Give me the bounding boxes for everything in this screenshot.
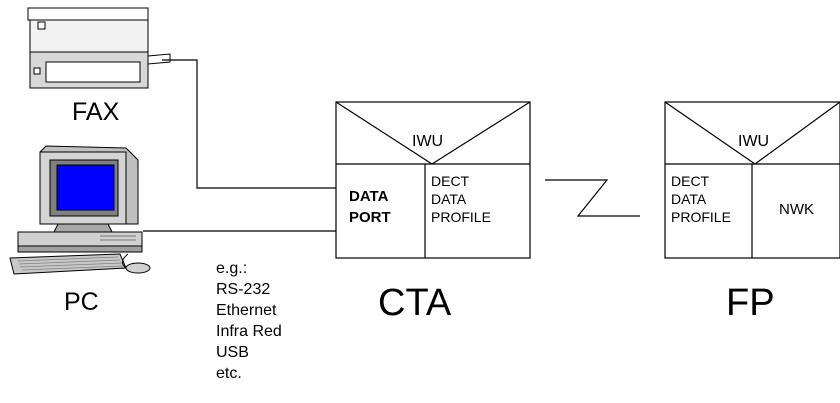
cta-iwu-label: IWU (412, 133, 444, 150)
pc-icon (9, 145, 151, 275)
connection-lines (143, 59, 640, 232)
interface-example: RS-232 (216, 281, 271, 298)
pc-label: PC (64, 288, 99, 316)
cta-data-port-line: PORT (349, 209, 391, 226)
fp-dect-profile-line: PROFILE (671, 209, 731, 225)
cta-data-port-label: DATA PORT (349, 186, 391, 228)
cta-dect-profile-line: PROFILE (431, 209, 491, 225)
cta-label: CTA (378, 282, 452, 324)
interface-example: Infra Red (216, 323, 282, 340)
fp-label: FP (726, 282, 775, 324)
cta-dect-profile-label: DECT DATA PROFILE (431, 172, 491, 226)
interface-examples-list: e.g.: RS-232 Ethernet Infra Red USB etc. (216, 258, 282, 384)
cta-dect-profile-line: DATA (431, 191, 467, 207)
interface-example: Ethernet (216, 302, 277, 319)
cta-data-port-line: DATA (349, 188, 389, 205)
interface-example: e.g.: (216, 260, 248, 277)
fp-dect-profile-line: DECT (671, 173, 710, 189)
fax-icon (27, 7, 171, 89)
fp-iwu-label: IWU (738, 133, 770, 150)
cta-block (335, 101, 531, 259)
interface-example: etc. (216, 365, 242, 382)
fax-label: FAX (72, 98, 120, 126)
interface-example: USB (216, 344, 249, 361)
fp-dect-profile-line: DATA (671, 191, 707, 207)
cta-dect-profile-line: DECT (431, 173, 470, 189)
fp-block (664, 101, 840, 259)
fp-nwk-label: NWK (779, 201, 814, 218)
fp-dect-profile-label: DECT DATA PROFILE (671, 172, 731, 226)
